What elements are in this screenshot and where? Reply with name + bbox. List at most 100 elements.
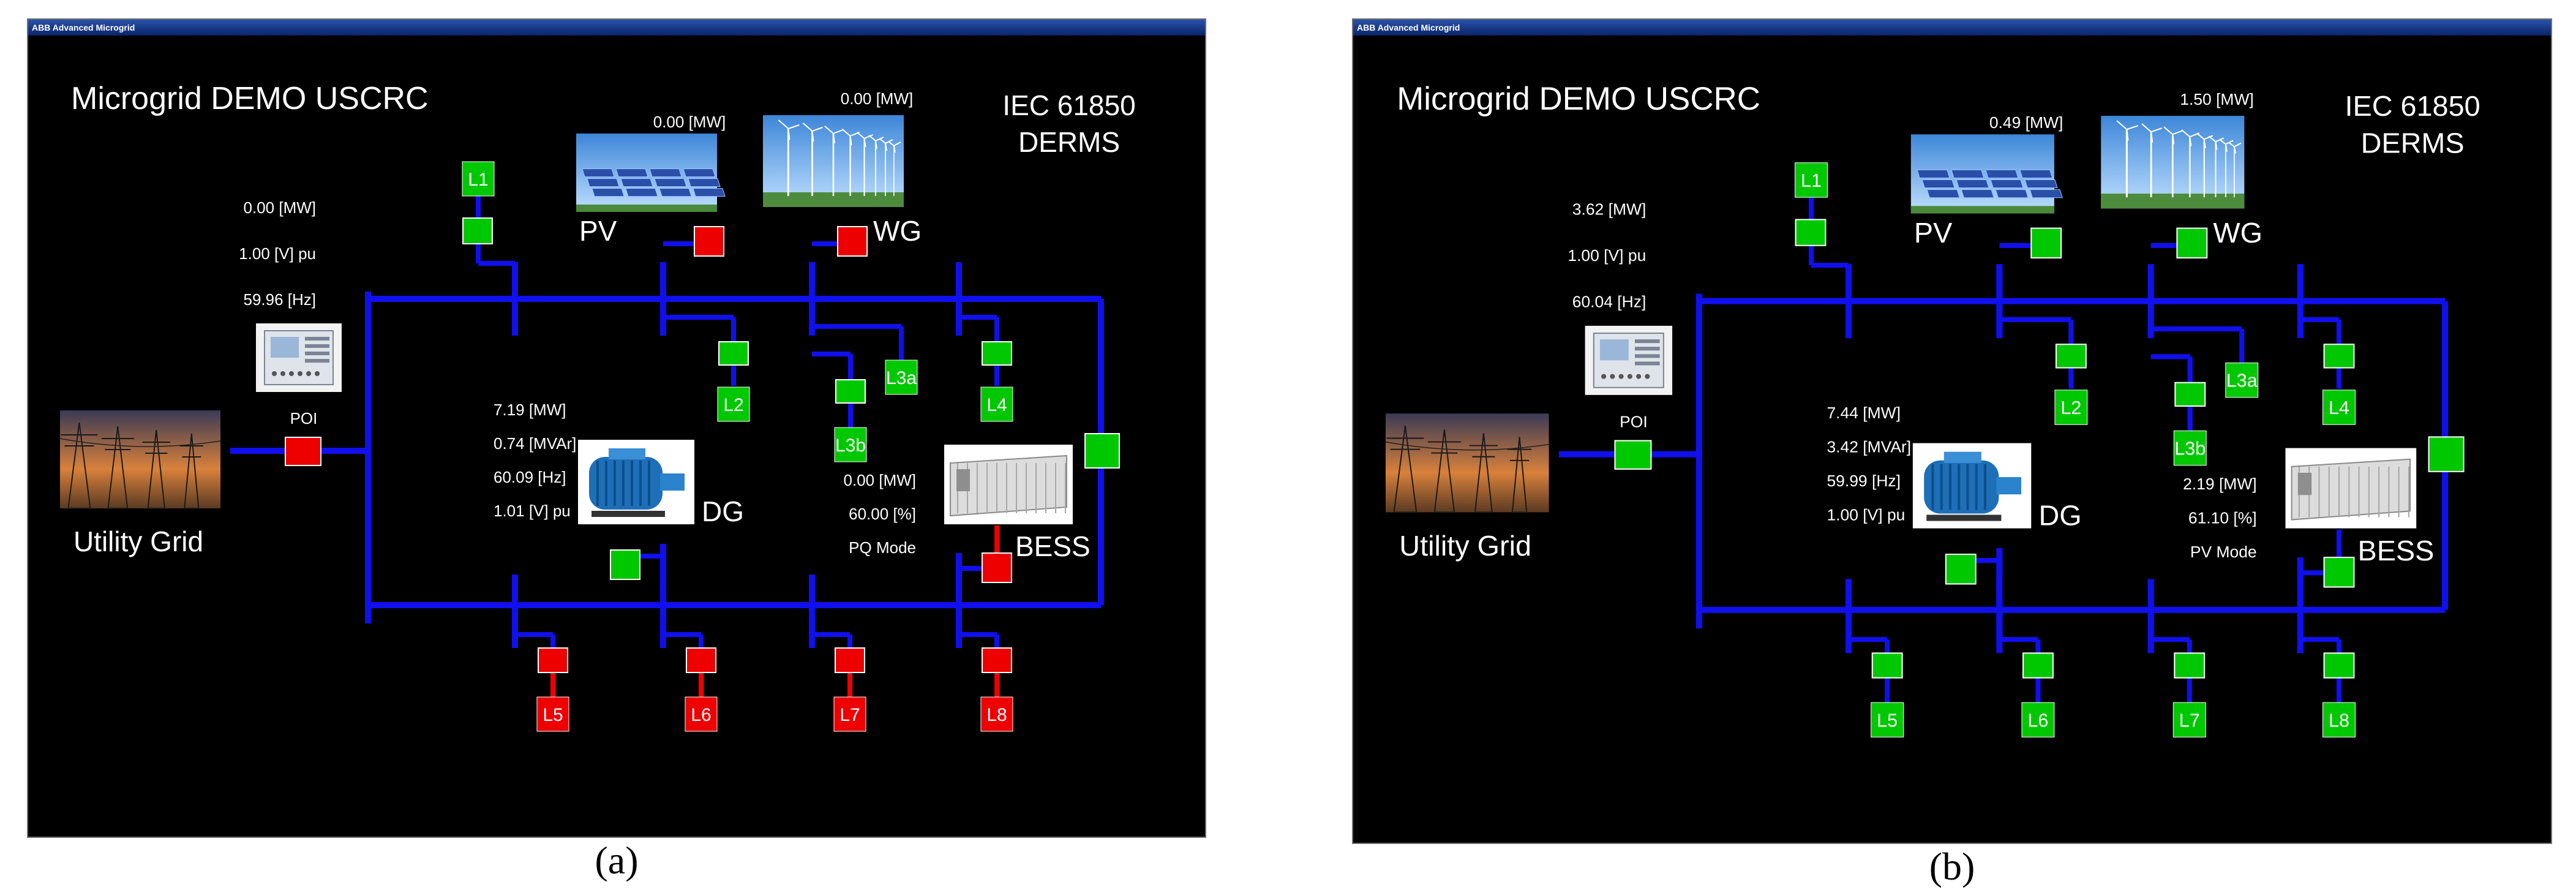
l5-breaker[interactable]: [1871, 652, 1903, 679]
poi-label: POI: [1620, 412, 1648, 431]
load-label: L5: [1877, 710, 1898, 731]
l7-breaker[interactable]: [2174, 652, 2206, 679]
l4-breaker[interactable]: [982, 341, 1012, 366]
pv-power-readout: 0.49 [MW]: [1989, 113, 2063, 132]
l4-breaker[interactable]: [2323, 344, 2355, 369]
wg-breaker[interactable]: [2176, 227, 2208, 259]
transmission-tower-icon: [1385, 413, 1549, 513]
poi-readout: 3.62 [MW]: [1572, 200, 1647, 219]
dg-readout: 1.01 [V] pu: [494, 502, 571, 520]
load-box[interactable]: [2323, 390, 2356, 425]
l6-breaker[interactable]: [686, 647, 716, 673]
load-box[interactable]: [462, 161, 495, 197]
load-l6[interactable]: L6: [685, 696, 718, 732]
load-l4[interactable]: L4: [980, 386, 1013, 422]
protection-relay-icon: [256, 323, 342, 392]
load-l3a[interactable]: L3a: [885, 360, 918, 395]
standard-label: DERMS: [1018, 126, 1120, 158]
wind-turbine-icon: [763, 115, 904, 207]
load-box[interactable]: [536, 696, 569, 732]
load-box[interactable]: [980, 386, 1013, 422]
load-box[interactable]: [885, 360, 918, 395]
wg-label: WG: [2213, 217, 2262, 249]
utility-grid-label: Utility Grid: [1399, 530, 1531, 562]
poi-breaker[interactable]: [285, 437, 321, 466]
l5-breaker[interactable]: [538, 647, 568, 673]
poi-readout: 59.96 [Hz]: [243, 290, 316, 309]
subfigure-caption: (b): [1929, 845, 1975, 888]
load-box[interactable]: [980, 696, 1013, 732]
load-box[interactable]: [2225, 362, 2259, 398]
pv-breaker[interactable]: [2030, 227, 2062, 259]
load-l5[interactable]: L5: [536, 696, 569, 732]
bess-readout: PV Mode: [2190, 543, 2257, 561]
wg-breaker[interactable]: [837, 226, 868, 257]
poi-breaker[interactable]: [1614, 440, 1652, 470]
load-l7[interactable]: L7: [2172, 702, 2206, 737]
ring-breaker[interactable]: [1084, 433, 1120, 469]
l1-breaker[interactable]: [1795, 219, 1827, 246]
ring-breaker[interactable]: [2428, 436, 2465, 472]
load-l2[interactable]: L2: [2054, 390, 2088, 425]
load-label: L6: [2027, 710, 2048, 731]
load-l3b[interactable]: L3b: [2173, 430, 2207, 466]
load-l4[interactable]: L4: [2323, 390, 2356, 425]
dg-breaker[interactable]: [1945, 553, 1977, 585]
dg-breaker[interactable]: [610, 549, 640, 580]
load-box[interactable]: [2323, 702, 2356, 737]
load-l1[interactable]: L1: [1795, 162, 1828, 198]
load-label: L4: [986, 395, 1007, 415]
load-l5[interactable]: L5: [1871, 702, 1904, 737]
poi-label: POI: [290, 409, 318, 428]
load-box[interactable]: [1795, 162, 1828, 198]
l1-breaker[interactable]: [462, 217, 493, 244]
load-l3b[interactable]: L3b: [834, 427, 867, 462]
l2-breaker[interactable]: [2055, 344, 2087, 369]
dg-readout: 7.44 [MW]: [1827, 404, 1901, 422]
load-box[interactable]: [685, 696, 718, 732]
load-box[interactable]: [2173, 430, 2207, 466]
l2-breaker[interactable]: [718, 341, 749, 366]
bus-lines: [1558, 197, 2449, 703]
battery-container-icon: [2285, 448, 2417, 529]
load-box[interactable]: [717, 386, 750, 422]
subfigure-caption: (a): [595, 838, 639, 882]
dg-readout: 60.09 [Hz]: [494, 468, 566, 486]
poi-readout: 1.00 [V] pu: [239, 244, 316, 263]
load-l1[interactable]: L1: [462, 161, 495, 197]
solar-panel-icon: [1910, 134, 2063, 214]
dg-readout: 7.19 [MW]: [494, 401, 566, 419]
l8-breaker[interactable]: [2323, 652, 2355, 679]
load-l2[interactable]: L2: [717, 386, 750, 422]
l8-breaker[interactable]: [982, 647, 1012, 673]
pv-breaker[interactable]: [694, 226, 724, 257]
load-box[interactable]: [2172, 702, 2206, 737]
load-label: L3a: [2226, 371, 2258, 391]
load-box[interactable]: [2054, 390, 2088, 425]
load-box[interactable]: [833, 696, 866, 732]
l7-breaker[interactable]: [835, 647, 865, 673]
bus-lines: [230, 196, 1104, 697]
window-title-bar[interactable]: ABB Advanced Microgrid: [28, 20, 1205, 36]
load-l7[interactable]: L7: [833, 696, 866, 732]
load-box[interactable]: [2021, 702, 2055, 737]
poi-readout: 0.00 [MW]: [244, 198, 316, 217]
l6-breaker[interactable]: [2022, 652, 2054, 679]
bess-readout: 0.00 [MW]: [844, 471, 916, 489]
dg-readout: 59.99 [Hz]: [1827, 472, 1901, 490]
load-label: L2: [723, 395, 743, 415]
window-title-bar[interactable]: ABB Advanced Microgrid: [1353, 20, 2551, 36]
load-box[interactable]: [1871, 702, 1904, 737]
load-box[interactable]: [834, 427, 867, 462]
load-l6[interactable]: L6: [2021, 702, 2055, 737]
load-l3a[interactable]: L3a: [2225, 362, 2259, 398]
l3b-breaker[interactable]: [835, 379, 866, 404]
bess-breaker[interactable]: [982, 552, 1012, 583]
pv-power-readout: 0.00 [MW]: [653, 113, 726, 131]
load-l8[interactable]: L8: [980, 696, 1013, 732]
l3b-breaker[interactable]: [2174, 382, 2206, 407]
bess-breaker[interactable]: [2323, 557, 2355, 588]
solar-panel-icon: [576, 134, 726, 212]
load-l8[interactable]: L8: [2323, 702, 2356, 737]
